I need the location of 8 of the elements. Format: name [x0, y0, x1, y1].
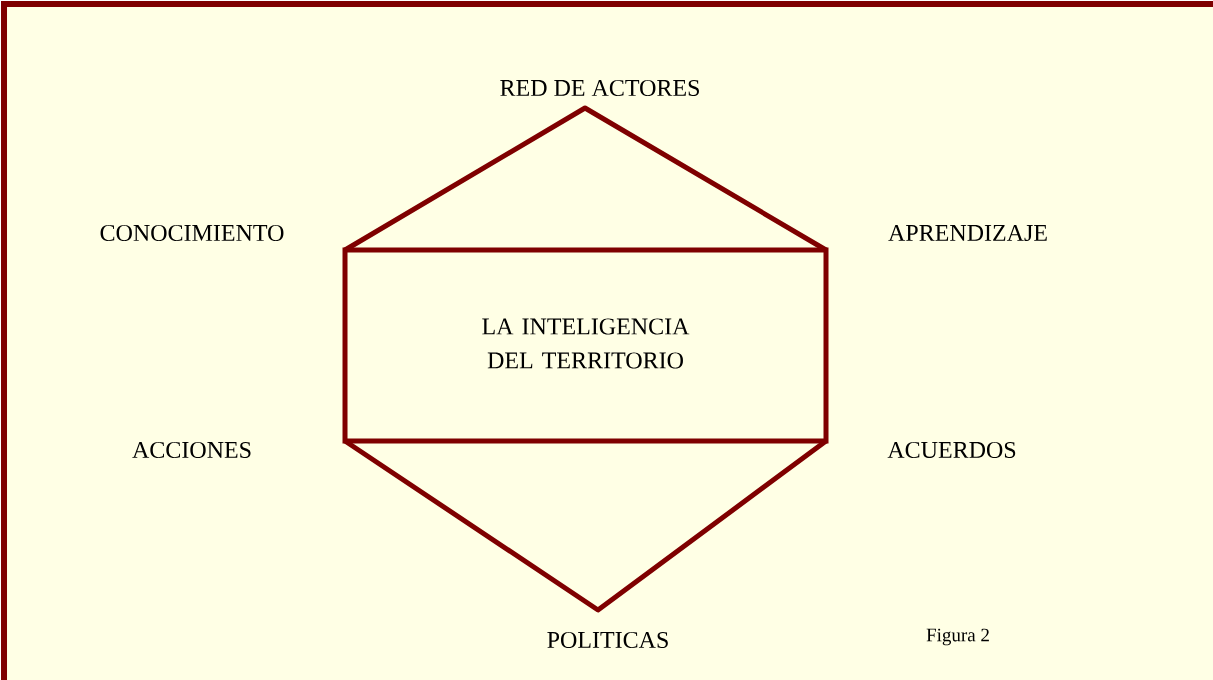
- vertex-label: ACCIONES: [132, 441, 251, 459]
- vertex-label: APRENDIZAJE: [888, 224, 1047, 242]
- vertex-label: CONOCIMIENTO: [100, 224, 284, 242]
- vertex-label: ACUERDOS: [887, 441, 1016, 459]
- caption: Figura 2: [926, 628, 989, 646]
- vertex-label: POLITICAS: [547, 631, 668, 649]
- center-box: LA INTELIGENCIA DEL TERRITORIO: [342, 247, 829, 444]
- vertex-label: RED DE ACTORES: [500, 79, 699, 97]
